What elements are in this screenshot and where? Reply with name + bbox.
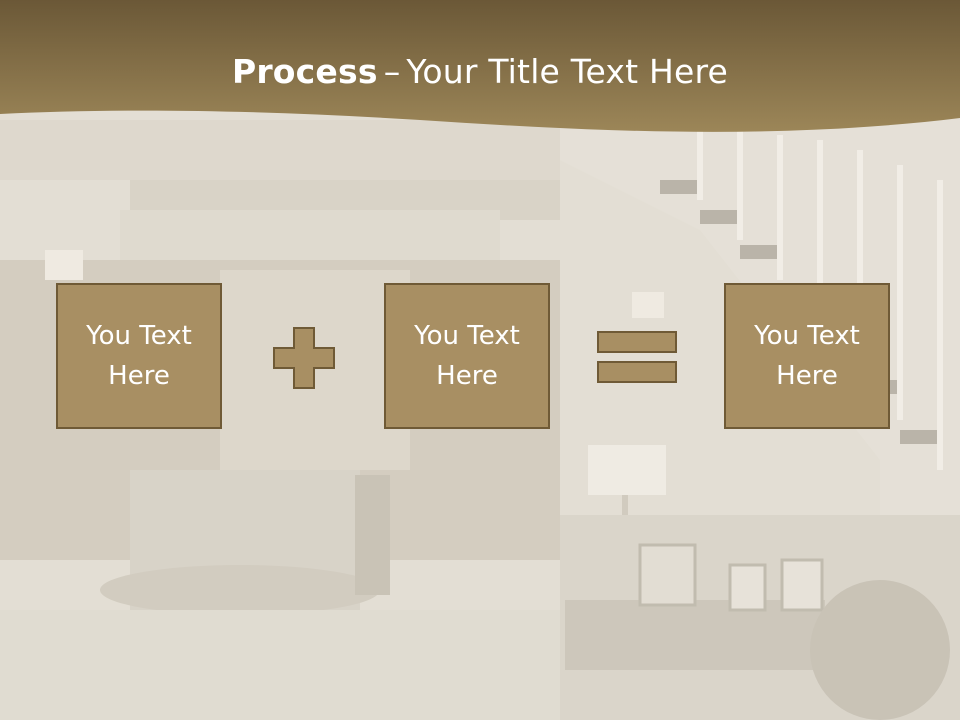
process-box-3[interactable]: You Text Here [724,283,890,429]
process-box-1[interactable]: You Text Here [56,283,222,429]
title-bold-word: Process [231,52,378,91]
process-box-3-text: You Text Here [754,321,860,391]
process-box-2-text: You Text Here [414,321,520,391]
slide-title: Process–Your Title Text Here [0,52,960,91]
equals-icon [597,331,677,383]
process-box-2[interactable]: You Text Here [384,283,550,429]
plus-icon [273,327,335,389]
title-banner [0,0,960,132]
title-dash: – [383,52,401,91]
process-box-1-text: You Text Here [86,321,192,391]
title-rest: Your Title Text Here [406,52,729,91]
